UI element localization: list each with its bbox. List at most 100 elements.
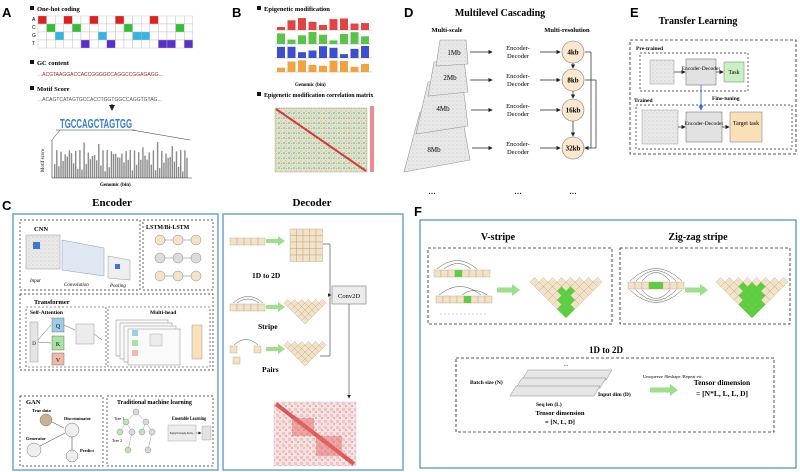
onehot-cell bbox=[166, 15, 176, 25]
kernel bbox=[115, 264, 120, 269]
vstripe-cell bbox=[435, 295, 444, 304]
onehot-cell bbox=[175, 39, 185, 49]
sequence-cell bbox=[243, 303, 252, 312]
epi-bar bbox=[329, 60, 338, 72]
epi-bar bbox=[308, 32, 317, 44]
zigzag-cell bbox=[669, 281, 678, 290]
green-arrow-head bbox=[670, 384, 678, 396]
trained-encdec bbox=[685, 111, 723, 143]
green-arrow-head bbox=[512, 284, 520, 296]
zigzag-tri-cell bbox=[778, 277, 789, 287]
feature-maps bbox=[61, 239, 105, 277]
sequence-cell bbox=[236, 237, 245, 246]
sequence-cell bbox=[236, 303, 245, 312]
motif-bar bbox=[125, 151, 127, 178]
motif-bar bbox=[129, 150, 131, 178]
epi-bar bbox=[329, 40, 338, 44]
onehot-cell bbox=[89, 23, 99, 33]
epi-bar bbox=[329, 19, 338, 30]
motif-bar bbox=[159, 168, 161, 178]
pretrained-input bbox=[649, 59, 675, 85]
stripe-arc bbox=[232, 296, 264, 304]
zigzag-triangle bbox=[715, 277, 789, 319]
motif-bar bbox=[85, 164, 87, 178]
green-arrow-head bbox=[278, 302, 285, 312]
zigzag-arc bbox=[629, 268, 683, 282]
conv2d-label: Conv2D bbox=[338, 293, 360, 300]
k-box bbox=[51, 335, 65, 351]
onehot-cell bbox=[149, 15, 159, 25]
pairs-label: Pairs bbox=[262, 365, 279, 374]
epi-bar bbox=[277, 67, 285, 72]
grid-cell bbox=[296, 248, 304, 256]
cnn-box bbox=[19, 219, 141, 291]
onehot-cell bbox=[166, 31, 176, 41]
onehot-cell bbox=[158, 31, 168, 41]
lstm-cells bbox=[154, 234, 202, 282]
epi-title: Epigenetic modification bbox=[264, 6, 330, 13]
onehot-cell bbox=[123, 15, 133, 25]
motif-score-bars bbox=[54, 142, 188, 178]
ensemble-label: Ensemble Learning bbox=[172, 417, 206, 422]
encoder-decoder-label: Encoder- bbox=[506, 73, 530, 80]
stripe-cell bbox=[297, 299, 306, 307]
zigzag-tri-cell bbox=[760, 277, 771, 287]
sequence-cell bbox=[257, 237, 266, 246]
motif-bar bbox=[123, 162, 125, 178]
onehot-cell bbox=[55, 23, 65, 33]
tree-node bbox=[132, 408, 140, 416]
motif-bar bbox=[112, 153, 115, 178]
sequence-cell bbox=[229, 303, 238, 312]
self-attention-label: Self-Attention bbox=[30, 310, 63, 316]
motif-bar bbox=[106, 150, 108, 178]
ellipsis: ... bbox=[428, 186, 436, 197]
vstripe-title: V-stripe bbox=[481, 232, 516, 243]
onehot-cell bbox=[183, 15, 193, 25]
d-label: D bbox=[32, 342, 36, 347]
vstripe-cell bbox=[442, 295, 451, 304]
multihead-box bbox=[107, 306, 211, 368]
vstripe-tri-cell bbox=[565, 277, 576, 287]
pairs-cell bbox=[311, 341, 320, 349]
onehot-cell bbox=[140, 15, 150, 25]
vstripe-cell bbox=[468, 269, 477, 278]
zigzag-cell bbox=[634, 281, 643, 290]
epi-bar bbox=[287, 20, 296, 30]
onehot-cell bbox=[106, 15, 116, 25]
tree-node bbox=[138, 428, 146, 436]
motif-bar bbox=[104, 171, 106, 178]
grid-cell bbox=[315, 228, 323, 236]
onehot-cell bbox=[158, 23, 168, 33]
zigzag-tri-cell bbox=[769, 277, 780, 287]
motif-title: Motif Score bbox=[37, 86, 70, 93]
panel-d: D Multilevel Cascading Multi-scale Multi… bbox=[403, 5, 597, 197]
pair-cell bbox=[232, 356, 241, 365]
heatmap-domain bbox=[316, 436, 342, 456]
scale-stack-1mb bbox=[435, 39, 469, 67]
onehot-cell bbox=[132, 15, 142, 25]
grid-cell bbox=[315, 241, 323, 249]
lstm-node bbox=[190, 252, 202, 264]
onehot-cell bbox=[80, 39, 90, 49]
motif-bar bbox=[110, 151, 113, 178]
encoder-decoder-label: Decoder bbox=[507, 149, 530, 156]
vstripe-cell bbox=[463, 295, 472, 304]
motif-bar bbox=[175, 151, 178, 178]
motif-sequence: ...ACAGTCATAGTGCCACCTGGTGGCCAGGTGTAG... bbox=[38, 97, 162, 103]
onehot-cell bbox=[123, 31, 133, 41]
attention-matrix bbox=[75, 323, 95, 345]
onehot-cell bbox=[55, 39, 65, 49]
onehot-cell bbox=[132, 31, 142, 41]
grid-cell bbox=[315, 235, 323, 243]
corr-title: Epigenetic modification correlation matr… bbox=[264, 93, 373, 99]
zigzag-cell bbox=[655, 281, 664, 290]
scale-8mb: 8Mb bbox=[427, 146, 441, 154]
panel-letter-d: D bbox=[404, 5, 413, 20]
sequence-cell bbox=[257, 303, 266, 312]
gan-box bbox=[19, 395, 104, 467]
bullet bbox=[30, 60, 34, 64]
bullet bbox=[30, 6, 34, 10]
motif-bar bbox=[121, 153, 123, 178]
seq-len-label: Seq len (L) bbox=[536, 401, 562, 408]
epi-bar bbox=[350, 32, 359, 44]
